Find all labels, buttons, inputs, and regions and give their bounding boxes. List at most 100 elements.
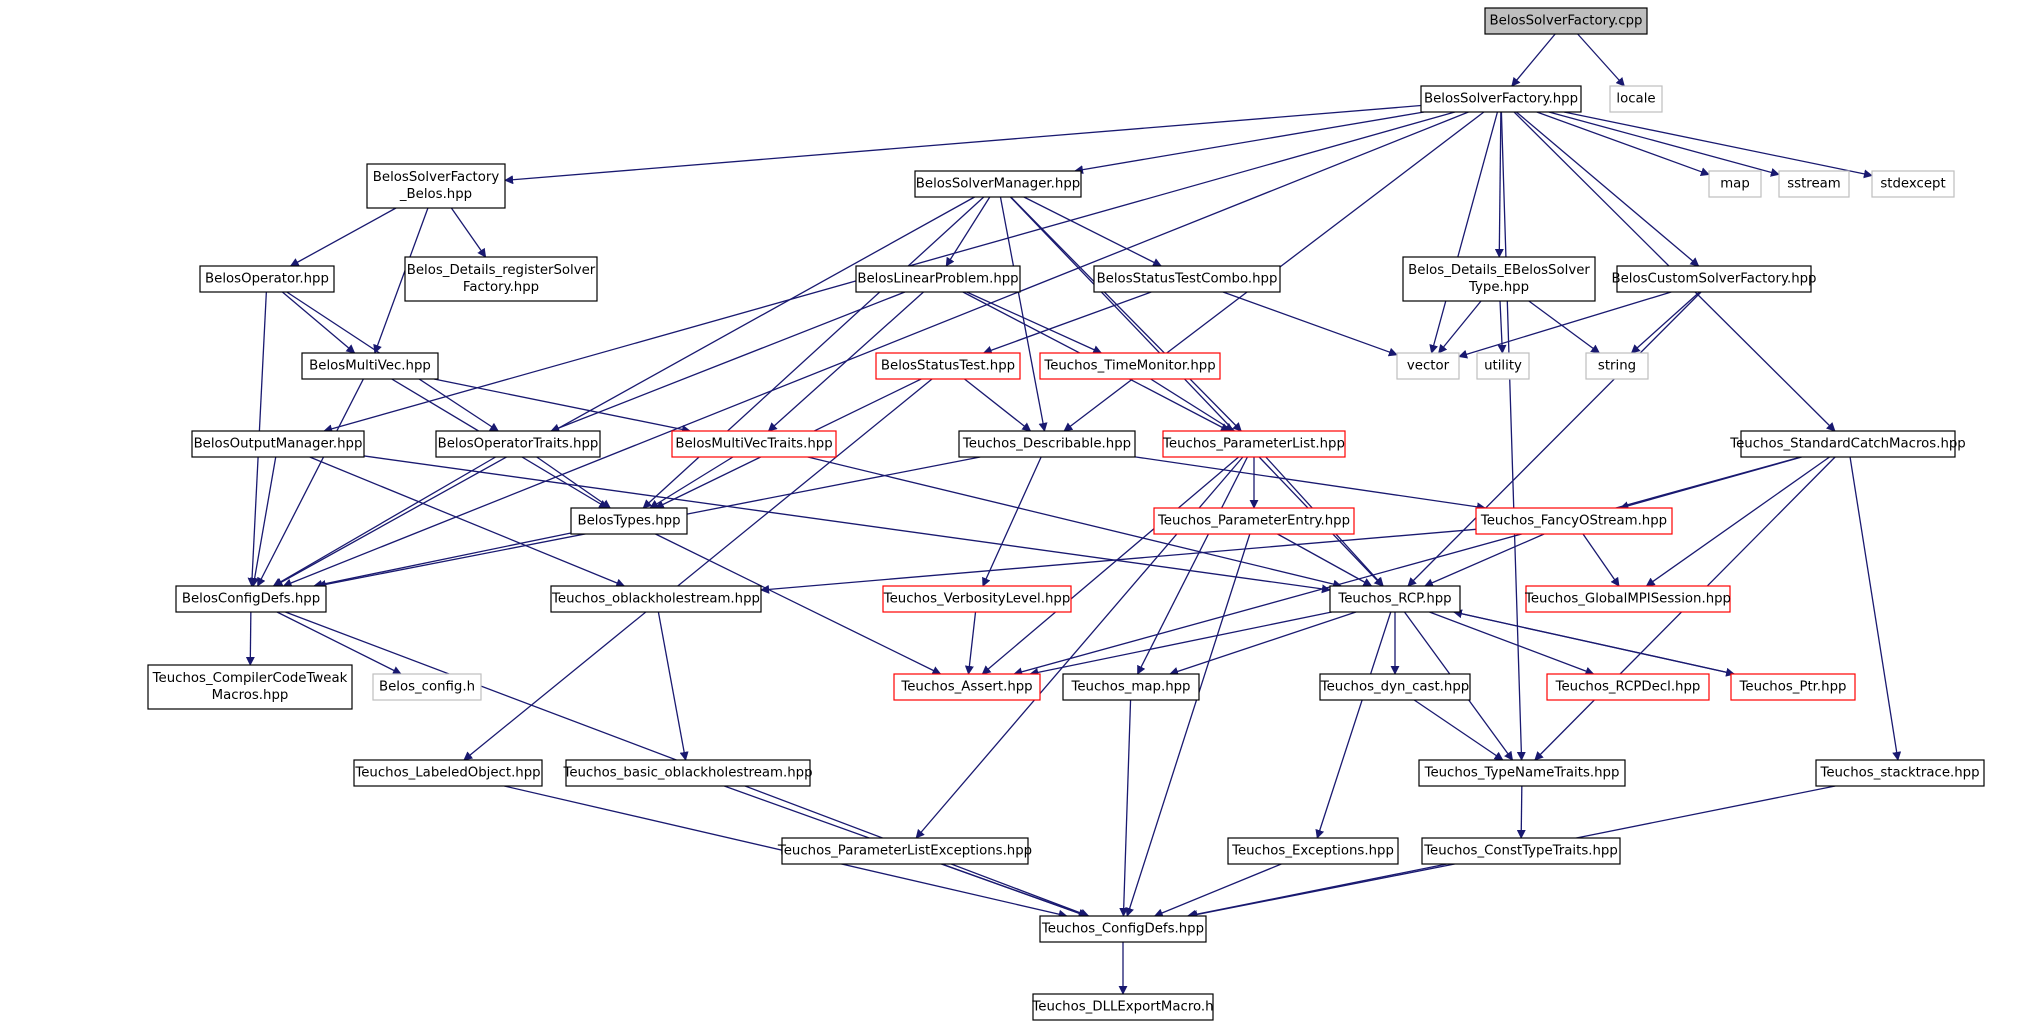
graph-node-box[interactable] [404, 256, 598, 302]
graph-node-box[interactable] [1730, 673, 1856, 701]
graph-node-box[interactable] [1546, 673, 1710, 701]
graph-node-box[interactable] [1525, 585, 1731, 613]
graph-node[interactable]: Teuchos_map.hpp [1062, 673, 1200, 701]
graph-node[interactable]: BelosMultiVec.hpp [301, 352, 439, 380]
graph-node-box[interactable] [882, 585, 1072, 613]
graph-node[interactable]: BelosSolverManager.hpp [914, 170, 1082, 198]
graph-node[interactable]: Teuchos_StandardCatchMacros.hpp [1729, 430, 1966, 458]
graph-node-box[interactable] [1871, 170, 1955, 198]
graph-node-box[interactable] [781, 837, 1029, 865]
graph-node-box[interactable] [1062, 673, 1200, 701]
graph-node-box[interactable] [1227, 837, 1399, 865]
graph-node[interactable]: Teuchos_ParameterEntry.hpp [1153, 507, 1355, 535]
graph-node[interactable]: Teuchos_TypeNameTraits.hpp [1418, 759, 1626, 787]
graph-node[interactable]: Teuchos_Exceptions.hpp [1227, 837, 1399, 865]
graph-node-box[interactable] [1329, 585, 1461, 613]
graph-node-box[interactable] [353, 759, 543, 787]
graph-node[interactable]: BelosSolverFactory.cpp [1484, 7, 1648, 35]
graph-node-box[interactable] [1815, 759, 1985, 787]
graph-node-box[interactable] [175, 585, 327, 613]
graph-node[interactable]: BelosOperator.hpp [199, 265, 335, 293]
graph-node[interactable]: Teuchos_RCP.hpp [1329, 585, 1461, 613]
graph-node[interactable]: Teuchos_LabeledObject.hpp [353, 759, 543, 787]
graph-node[interactable]: Teuchos_Describable.hpp [958, 430, 1136, 458]
graph-node-box[interactable] [1421, 837, 1621, 865]
graph-node[interactable]: Teuchos_Assert.hpp [893, 673, 1041, 701]
graph-node[interactable]: Teuchos_ConfigDefs.hpp [1039, 915, 1207, 943]
graph-node-box[interactable] [1039, 352, 1221, 380]
graph-node-box[interactable] [914, 170, 1082, 198]
graph-node-box[interactable] [570, 507, 688, 535]
graph-node-box[interactable] [1396, 352, 1460, 380]
graph-node[interactable]: Teuchos_ParameterList.hpp [1162, 430, 1346, 458]
graph-node[interactable]: stdexcept [1871, 170, 1955, 198]
graph-node[interactable]: Teuchos_DLLExportMacro.h [1031, 993, 1214, 1021]
graph-node-box[interactable] [199, 265, 335, 293]
graph-node-box[interactable] [958, 430, 1136, 458]
graph-node-box[interactable] [435, 430, 601, 458]
graph-node[interactable]: locale [1609, 85, 1663, 113]
graph-node[interactable]: Teuchos_dyn_cast.hpp [1319, 673, 1471, 701]
graph-node-box[interactable] [1475, 507, 1673, 535]
graph-node-box[interactable] [372, 673, 482, 701]
graph-node[interactable]: vector [1396, 352, 1460, 380]
graph-node[interactable]: BelosCustomSolverFactory.hpp [1612, 265, 1817, 293]
graph-node[interactable]: Teuchos_FancyOStream.hpp [1475, 507, 1673, 535]
graph-node[interactable]: BelosStatusTest.hpp [875, 352, 1021, 380]
graph-node[interactable]: map [1708, 170, 1762, 198]
graph-node-box[interactable] [550, 585, 762, 613]
graph-node-box[interactable] [565, 759, 811, 787]
graph-node-box[interactable] [1418, 759, 1626, 787]
graph-node[interactable]: utility [1476, 352, 1530, 380]
graph-node-box[interactable] [1708, 170, 1762, 198]
graph-node-box[interactable] [366, 163, 506, 209]
graph-node-box[interactable] [1402, 256, 1596, 302]
graph-node[interactable]: BelosStatusTestCombo.hpp [1093, 265, 1281, 293]
graph-node[interactable]: Teuchos_Ptr.hpp [1730, 673, 1856, 701]
graph-node-box[interactable] [1476, 352, 1530, 380]
graph-node-box[interactable] [1039, 915, 1207, 943]
graph-node[interactable]: BelosLinearProblem.hpp [855, 265, 1021, 293]
graph-node[interactable]: BelosOutputManager.hpp [191, 430, 365, 458]
graph-node-box[interactable] [1420, 85, 1582, 113]
graph-node[interactable]: Teuchos_ParameterListExceptions.hpp [777, 837, 1032, 865]
graph-node-box[interactable] [1616, 265, 1812, 293]
graph-node-box[interactable] [1032, 993, 1214, 1021]
graph-node[interactable]: Teuchos_VerbosityLevel.hpp [882, 585, 1072, 613]
graph-node[interactable]: BelosTypes.hpp [570, 507, 688, 535]
graph-node[interactable]: Belos_config.h [372, 673, 482, 701]
graph-node[interactable]: BelosConfigDefs.hpp [175, 585, 327, 613]
graph-node-box[interactable] [671, 430, 837, 458]
graph-node-box[interactable] [893, 673, 1041, 701]
graph-node[interactable]: Teuchos_oblackholestream.hpp [550, 585, 762, 613]
graph-node-box[interactable] [191, 430, 365, 458]
graph-node[interactable]: sstream [1778, 170, 1850, 198]
graph-node-box[interactable] [1153, 507, 1355, 535]
graph-node-box[interactable] [1778, 170, 1850, 198]
graph-node-box[interactable] [1740, 430, 1956, 458]
graph-node[interactable]: Teuchos_basic_oblackholestream.hpp [562, 759, 813, 787]
graph-node[interactable]: Teuchos_TimeMonitor.hpp [1039, 352, 1221, 380]
graph-node[interactable]: BelosSolverFactory.hpp [1420, 85, 1582, 113]
graph-node-box[interactable] [1319, 673, 1471, 701]
graph-node-box[interactable] [1093, 265, 1281, 293]
graph-node-box[interactable] [855, 265, 1021, 293]
graph-node[interactable]: Teuchos_GlobalMPISession.hpp [1524, 585, 1731, 613]
graph-node-box[interactable] [1585, 352, 1649, 380]
graph-node[interactable]: Teuchos_RCPDecl.hpp [1546, 673, 1710, 701]
graph-node-box[interactable] [1609, 85, 1663, 113]
graph-node[interactable]: BelosSolverFactory_Belos.hpp [366, 163, 506, 209]
graph-node[interactable]: BelosOperatorTraits.hpp [435, 430, 601, 458]
graph-node-box[interactable] [301, 352, 439, 380]
graph-node-box[interactable] [147, 664, 353, 710]
graph-node[interactable]: Teuchos_ConstTypeTraits.hpp [1421, 837, 1621, 865]
graph-node[interactable]: Teuchos_stacktrace.hpp [1815, 759, 1985, 787]
graph-node[interactable]: BelosMultiVecTraits.hpp [671, 430, 837, 458]
graph-node-box[interactable] [1162, 430, 1346, 458]
graph-node-box[interactable] [1484, 7, 1648, 35]
graph-node[interactable]: string [1585, 352, 1649, 380]
graph-node-box[interactable] [875, 352, 1021, 380]
